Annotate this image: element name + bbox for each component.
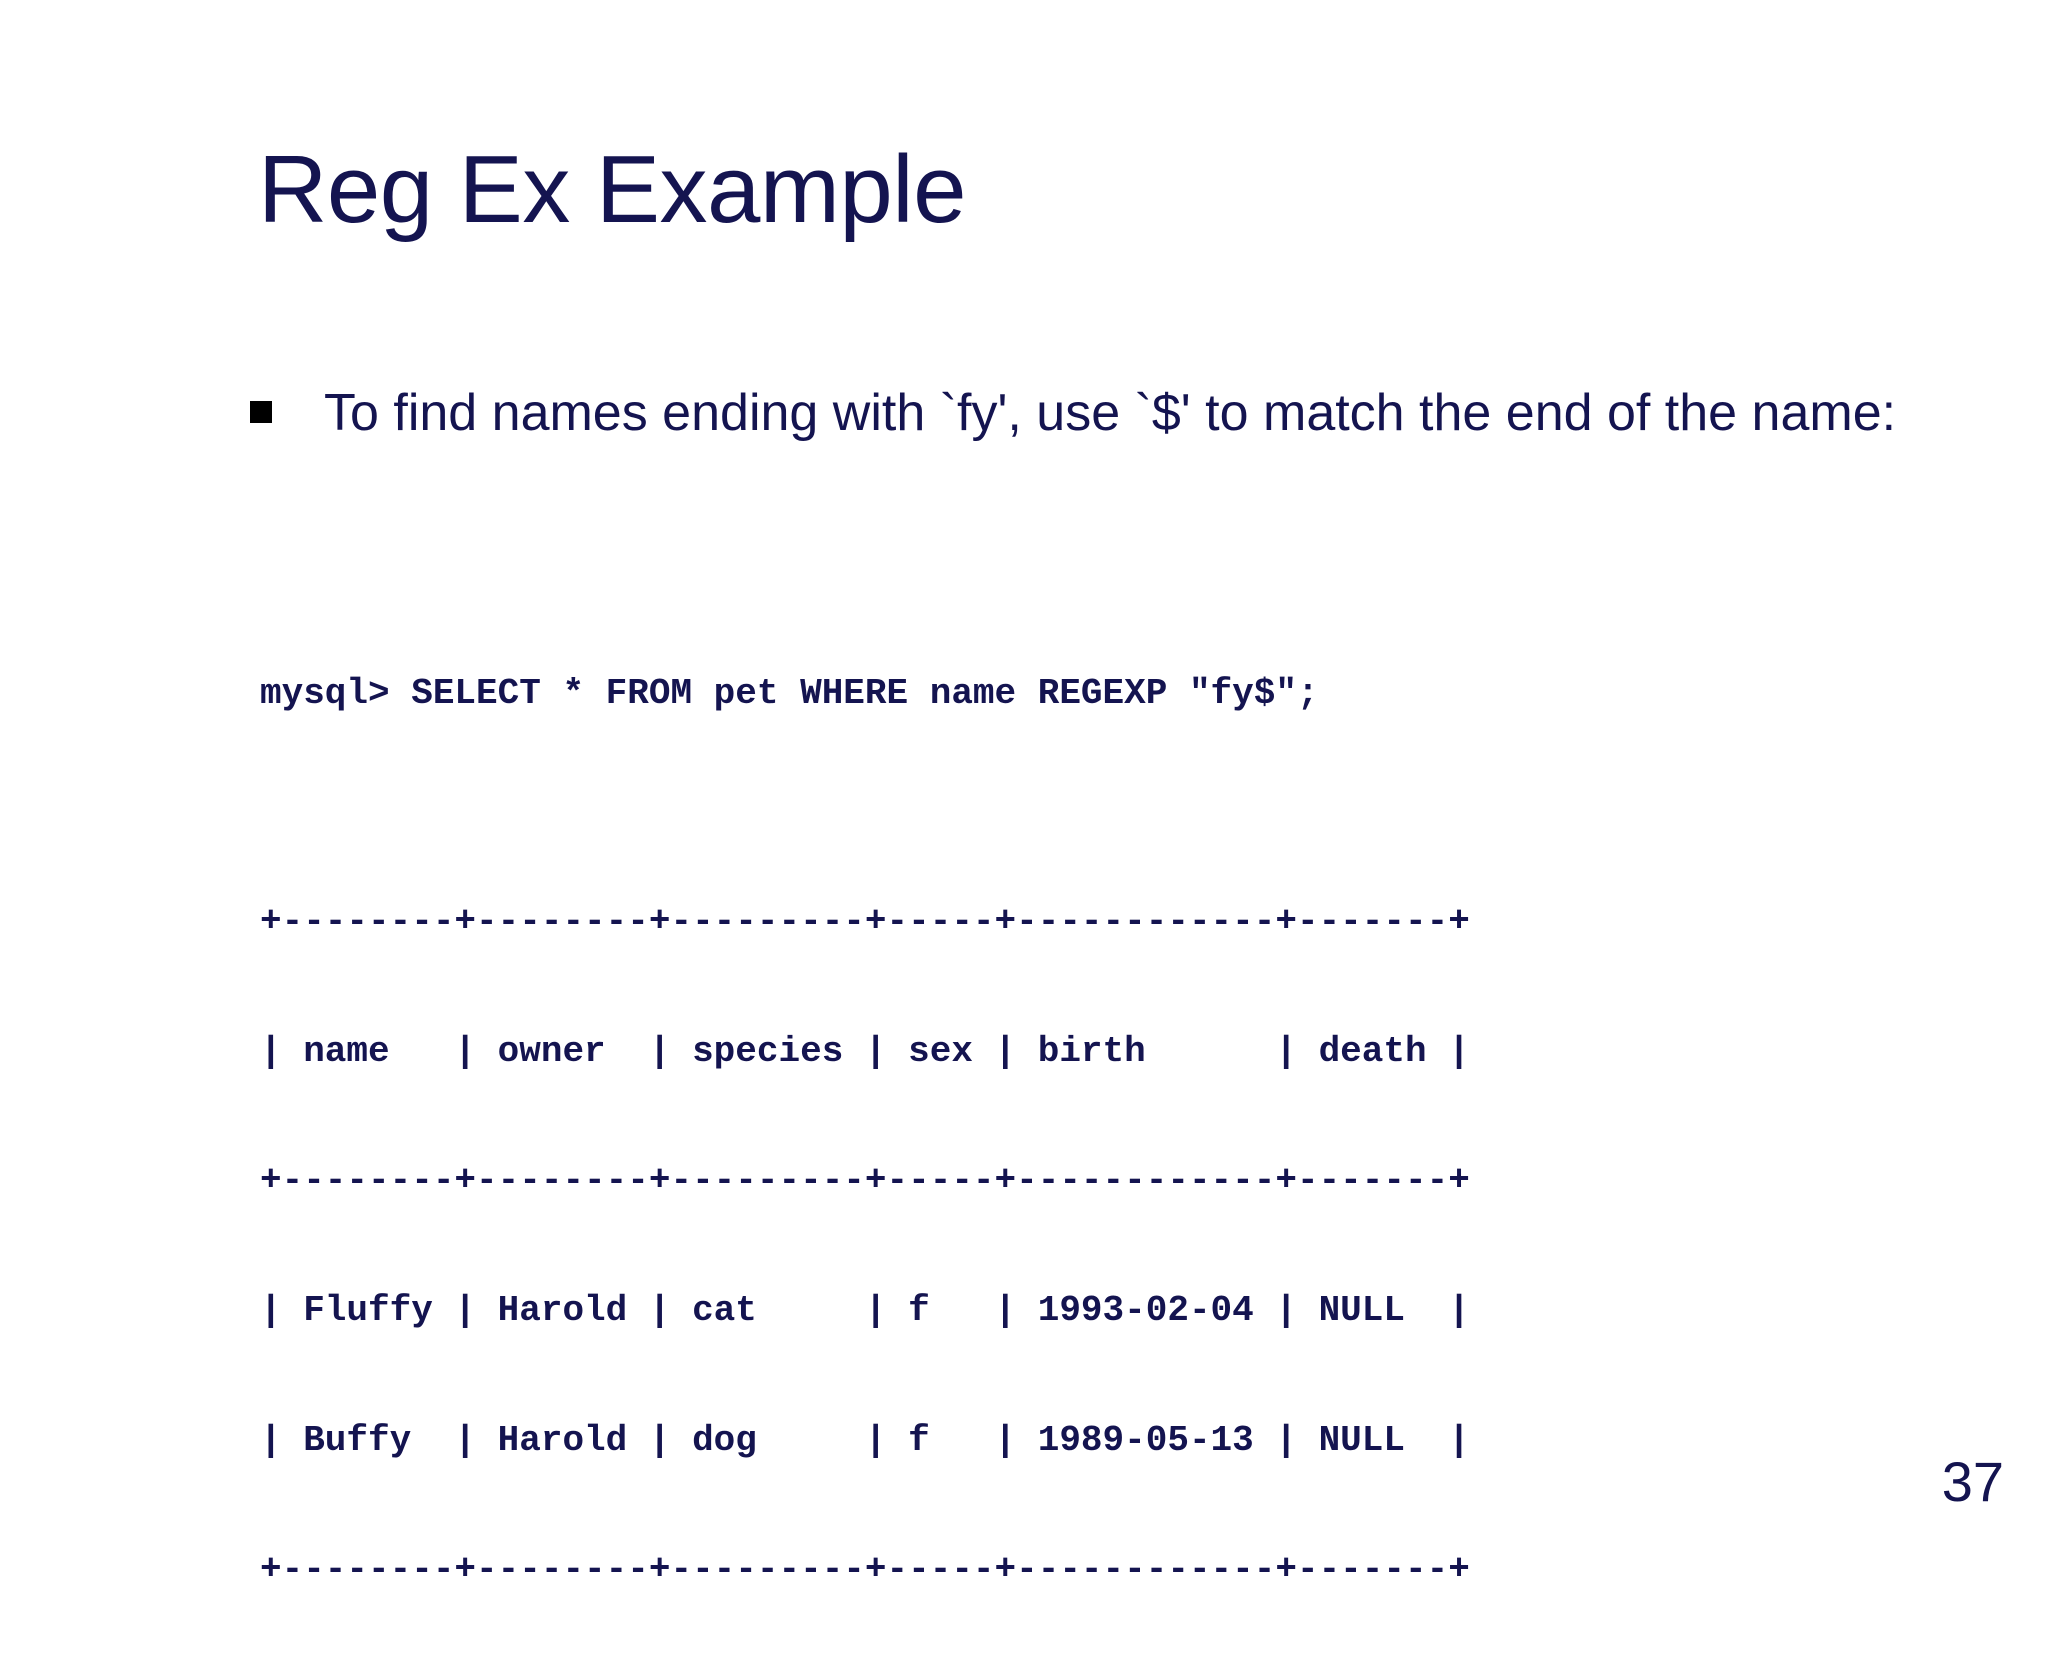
bullet-item-label: To find names ending with `fy', use `$' … — [324, 384, 1897, 442]
console-output-block: mysql> SELECT * FROM pet WHERE name REGE… — [260, 586, 1470, 1678]
code-spacer — [260, 802, 1470, 814]
mysql-query-line: mysql> SELECT * FROM pet WHERE name REGE… — [260, 673, 1319, 715]
table-separator-middle: +--------+--------+---------+-----+-----… — [260, 1160, 1470, 1202]
table-separator-bottom: +--------+--------+---------+-----+-----… — [260, 1549, 1470, 1591]
page-number: 37 — [1941, 1450, 2004, 1513]
page-title: Reg Ex Example — [258, 136, 966, 244]
slide-canvas: Reg Ex Example To find names ending with… — [250, 136, 2004, 1591]
list-item: To find names ending with `fy', use `$' … — [250, 380, 1930, 448]
table-row: | Fluffy | Harold | cat | f | 1993-02-04… — [260, 1290, 1470, 1331]
square-bullet-icon — [250, 401, 272, 423]
bullet-list: To find names ending with `fy', use `$' … — [250, 380, 1930, 448]
table-row: | Buffy | Harold | dog | f | 1989-05-13 … — [260, 1419, 1470, 1461]
table-separator-top: +--------+--------+---------+-----+-----… — [260, 901, 1470, 943]
table-header-row: | name | owner | species | sex | birth |… — [260, 1030, 1470, 1072]
